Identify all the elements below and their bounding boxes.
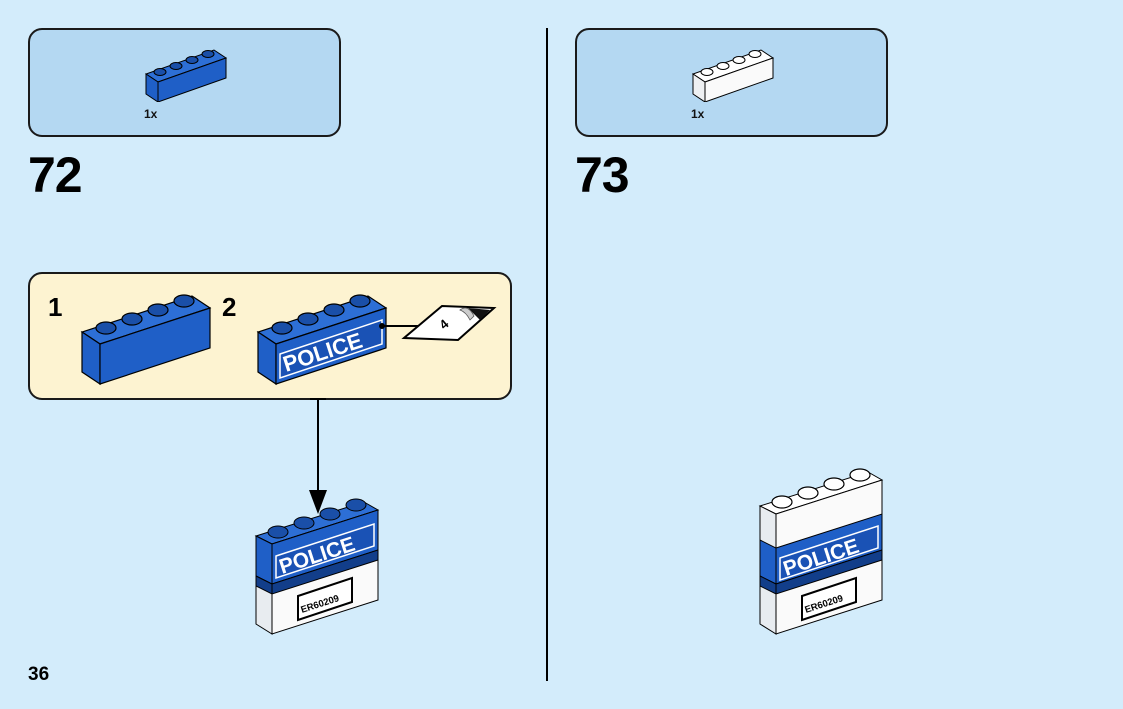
down-arrow-icon	[309, 398, 327, 514]
sticker-sheet-icon: 4	[401, 304, 497, 342]
police-sticker-brick: POLICE 4	[256, 294, 497, 386]
substep-number: 1	[48, 292, 63, 322]
blue-brick-1x4-substep	[80, 294, 212, 386]
assembled-model-step-72: POLICE ER60209	[254, 498, 380, 635]
part-quantity: 1x	[144, 107, 158, 121]
white-brick-1x4-part	[691, 49, 775, 102]
parts-list-box-step-73: 1x	[575, 28, 888, 137]
substep-callout-box: 1 2 POLICE 4	[28, 272, 512, 400]
step-number: 73	[575, 147, 630, 203]
parts-list-box-step-72: 1x	[28, 28, 341, 137]
part-quantity: 1x	[691, 107, 705, 121]
page-divider	[546, 28, 548, 681]
substep-number: 2	[222, 292, 237, 322]
blue-brick-1x4-part	[144, 49, 228, 102]
page-number: 36	[28, 664, 50, 685]
assembled-model-step-73: POLICE ER60209	[758, 468, 884, 635]
step-number: 72	[28, 147, 83, 203]
